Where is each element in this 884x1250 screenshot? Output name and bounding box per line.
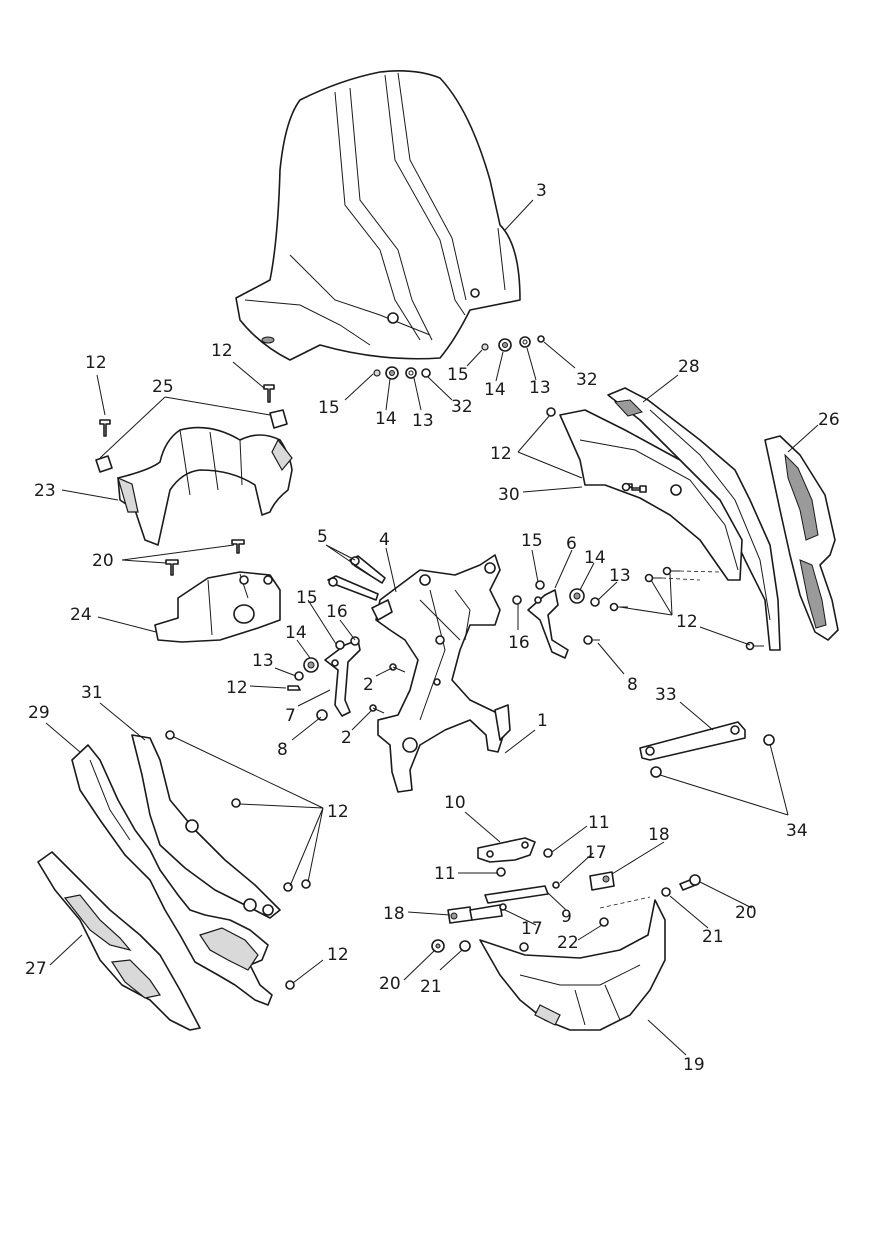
- callout-32: 32: [576, 370, 598, 390]
- clip-parts: [95, 409, 288, 473]
- callout-13: 13: [252, 651, 274, 671]
- callout-31: 31: [81, 683, 103, 703]
- callout-8: 8: [627, 675, 638, 695]
- callout-12: 12: [327, 945, 349, 965]
- callout-34: 34: [786, 821, 808, 841]
- lower-cover-part: [37, 851, 201, 1031]
- callout-13: 13: [412, 411, 434, 431]
- inner-panel-part: [131, 734, 281, 919]
- callout-labels: 3 12 12 25 23 20 24 15 14 13 32 15 14 13…: [25, 181, 840, 1075]
- callout-2: 2: [363, 675, 374, 695]
- belly-pan-part: [479, 899, 666, 1031]
- callout-32: 32: [451, 397, 473, 417]
- windscreen-part: [235, 70, 521, 361]
- callout-20: 20: [735, 903, 757, 923]
- rail-bracket-part: [639, 721, 775, 778]
- left-small-bracket-part: [287, 636, 406, 721]
- callout-14: 14: [484, 380, 506, 400]
- callout-21: 21: [420, 977, 442, 997]
- callout-13: 13: [529, 378, 551, 398]
- callout-20: 20: [92, 551, 114, 571]
- callout-12: 12: [226, 678, 248, 698]
- callout-12: 12: [85, 353, 107, 373]
- callout-12: 12: [676, 612, 698, 632]
- belly-pan-fasteners: [431, 874, 701, 953]
- callout-14: 14: [375, 409, 397, 429]
- callout-3: 3: [536, 181, 547, 201]
- bolt-parts: [327, 555, 386, 601]
- callout-14: 14: [285, 623, 307, 643]
- windscreen-fasteners: [373, 335, 545, 380]
- side-fairing-inner-part: [546, 407, 743, 581]
- callout-4: 4: [379, 530, 390, 550]
- callout-17: 17: [585, 843, 607, 863]
- callout-15: 15: [296, 588, 318, 608]
- side-panel-part: [764, 435, 839, 641]
- callout-15: 15: [521, 531, 543, 551]
- callout-17: 17: [521, 919, 543, 939]
- callout-16: 16: [326, 602, 348, 622]
- callout-6: 6: [566, 534, 577, 554]
- callout-27: 27: [25, 959, 47, 979]
- callout-16: 16: [508, 633, 530, 653]
- callout-22: 22: [557, 933, 579, 953]
- callout-25: 25: [152, 377, 174, 397]
- callout-24: 24: [70, 605, 92, 625]
- callout-23: 23: [34, 481, 56, 501]
- callout-13: 13: [609, 566, 631, 586]
- callout-7: 7: [285, 706, 296, 726]
- lower-panel-screws: [165, 730, 311, 990]
- callout-11: 11: [434, 864, 456, 884]
- callout-1: 1: [537, 711, 548, 731]
- callout-28: 28: [678, 357, 700, 377]
- rod-assembly: [447, 871, 615, 924]
- main-bracket-part: [371, 554, 511, 793]
- lower-panel-part: [71, 744, 273, 1006]
- callout-18: 18: [383, 904, 405, 924]
- callout-18: 18: [648, 825, 670, 845]
- callout-21: 21: [702, 927, 724, 947]
- callout-10: 10: [444, 793, 466, 813]
- callout-2: 2: [341, 728, 352, 748]
- callout-14: 14: [584, 548, 606, 568]
- callout-11: 11: [588, 813, 610, 833]
- callout-15: 15: [318, 398, 340, 418]
- instrument-housing-part: [154, 571, 281, 643]
- callout-29: 29: [28, 703, 50, 723]
- callout-5: 5: [317, 527, 328, 547]
- callout-26: 26: [818, 410, 840, 430]
- callout-12: 12: [327, 802, 349, 822]
- callout-9: 9: [561, 907, 572, 927]
- upper-cover-part: [117, 426, 293, 546]
- callout-30: 30: [498, 485, 520, 505]
- callout-20: 20: [379, 974, 401, 994]
- right-small-bracket-part: [512, 580, 600, 659]
- callout-19: 19: [683, 1055, 705, 1075]
- callout-15: 15: [447, 365, 469, 385]
- callout-12: 12: [211, 341, 233, 361]
- callout-33: 33: [655, 685, 677, 705]
- leader-lines: [45, 199, 819, 1056]
- small-bracket-10: [477, 837, 553, 877]
- callout-12: 12: [490, 444, 512, 464]
- callout-8: 8: [277, 740, 288, 760]
- screw-parts-upper: [99, 384, 275, 576]
- screw-parts-right: [609, 482, 764, 651]
